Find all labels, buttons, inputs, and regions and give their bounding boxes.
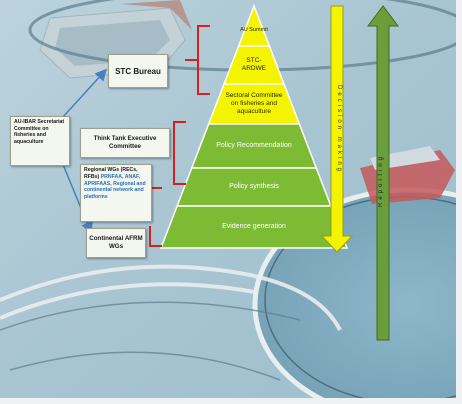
arrow-to-stc-bureau — [61, 68, 108, 119]
bracket-continental — [149, 226, 162, 247]
reporting-label: Reporting — [378, 153, 384, 207]
decision-making-label: Decision making — [336, 85, 342, 175]
pyramid-tier-5 — [159, 205, 349, 249]
pyramid-tier-label-2: Sectoral Committee on fisheries and aqua… — [225, 92, 283, 115]
au-ibar-secretariat-box: AU-IBAR Secretariat Committee on fisheri… — [10, 116, 70, 166]
decision-making-arrow — [320, 5, 354, 253]
pyramid-tier-label-1: STC-ARDWE — [241, 57, 267, 72]
continental-text: Continental AFRM WGs — [89, 235, 143, 250]
pyramid-tier-label-3: Policy Recommendation — [216, 141, 292, 149]
pyramid-tier-label-0: AU Summit — [240, 26, 268, 33]
regional-wgs-networks-text: PRNFAA, ANAF, APRIFAAS, Regional and con… — [84, 173, 146, 201]
think-tank-box: Think Tank Executive Committee — [80, 128, 170, 158]
pyramid-tier-label-4: Policy synthesis — [229, 182, 279, 190]
bracket-think-tank — [173, 121, 186, 185]
reporting-arrow — [367, 5, 399, 341]
stc-bureau-text: STC Bureau — [115, 66, 161, 76]
continental-box: Continental AFRM WGs — [86, 228, 146, 258]
pyramid-tier-label-5: Evidence generation — [222, 222, 286, 230]
au-ibar-secretariat-text: AU-IBAR Secretariat Committee on fisheri… — [14, 119, 65, 145]
stc-bureau-box: STC Bureau — [108, 54, 168, 88]
pyramid — [159, 3, 349, 249]
think-tank-text: Think Tank Executive Committee — [93, 135, 157, 150]
regional-wgs-text: Regional WGs (RECs, RFBs) — [84, 167, 138, 180]
regional-wgs-box: Regional WGs (RECs, RFBs) PRNFAA, ANAF, … — [80, 164, 152, 222]
bracket-stc-bureau — [197, 25, 210, 95]
